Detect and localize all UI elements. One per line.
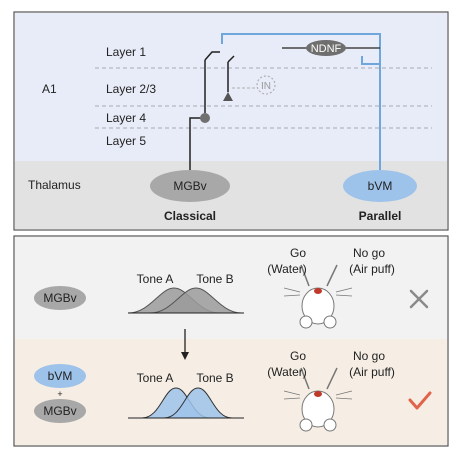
l23-branch [227, 55, 235, 63]
in-label: IN [261, 81, 271, 92]
bvm-node [343, 170, 417, 202]
row1-nogo-spout-icon [326, 264, 338, 287]
row2-mouse-icon [283, 390, 353, 432]
row1-go-spout-icon [300, 264, 310, 287]
cross-icon [409, 289, 429, 309]
mgbv-label: MGBv [173, 179, 206, 193]
cortex-region [15, 13, 447, 161]
row1-tone-b-label: Tone B [196, 272, 233, 286]
row1-nogo-label: No go [353, 246, 385, 260]
row1-airpuff-label: (Air puff) [349, 262, 395, 276]
row2-bvm-node [34, 364, 86, 388]
ndnf-node [306, 40, 346, 56]
row2-bg [15, 339, 447, 445]
l4-neuron [200, 113, 210, 123]
parallel-label: Parallel [359, 209, 402, 223]
row2-tone-a-label: Tone A [137, 371, 174, 385]
row1-mgbv-label: MGBv [43, 291, 76, 305]
row2-mgbv-node [34, 399, 86, 423]
row1-bg [15, 237, 447, 339]
bvm-axon [361, 56, 381, 170]
layer-label-2-3: Layer 2/3 [106, 82, 156, 96]
in-node [256, 75, 276, 95]
row2-curve-b [163, 387, 233, 419]
row2-plus-label: + [57, 389, 62, 399]
row2-nogo-spout-icon [326, 367, 338, 390]
row1-curve-b [149, 287, 243, 314]
bvm-l1-projection [221, 33, 381, 64]
transition-arrow-icon [181, 352, 189, 360]
mgbv-axon [189, 117, 203, 170]
row2-mgbv-label: MGBv [43, 404, 76, 418]
row1-mgbv-node [34, 286, 86, 310]
row1-tone-a-label: Tone A [137, 272, 174, 286]
row2-tone-b-label: Tone B [196, 371, 233, 385]
l23-pyramidal [223, 92, 233, 101]
layer-label-1: Layer 1 [106, 45, 146, 59]
check-icon [408, 391, 432, 410]
row2-water-label: (Water) [267, 365, 307, 379]
row1-go-label: Go [290, 246, 306, 260]
row2-nogo-label: No go [353, 349, 385, 363]
ndnf-label: NDNF [311, 43, 342, 55]
row2-bvm-label: bVM [48, 369, 73, 383]
row2-go-label: Go [290, 349, 306, 363]
l4-branch [204, 51, 220, 61]
bottom-panel: MGBv Tone A Tone B Go (Water) No go (Air… [13, 235, 449, 447]
row1-water-label: (Water) [267, 262, 307, 276]
row2-go-spout-icon [300, 367, 310, 390]
row1-mouse-icon [283, 287, 353, 329]
mgbv-node [150, 170, 230, 202]
classical-label: Classical [164, 209, 216, 223]
bvm-label: bVM [368, 179, 393, 193]
layer-label-4: Layer 4 [106, 111, 146, 125]
layer-label-5: Layer 5 [106, 134, 146, 148]
top-panel: A1 Layer 1 Layer 2/3 Layer 4 Layer 5 Tha… [13, 11, 449, 231]
region-label-a1: A1 [42, 82, 57, 96]
row2-airpuff-label: (Air puff) [349, 365, 395, 379]
thalamus-label: Thalamus [28, 178, 81, 192]
